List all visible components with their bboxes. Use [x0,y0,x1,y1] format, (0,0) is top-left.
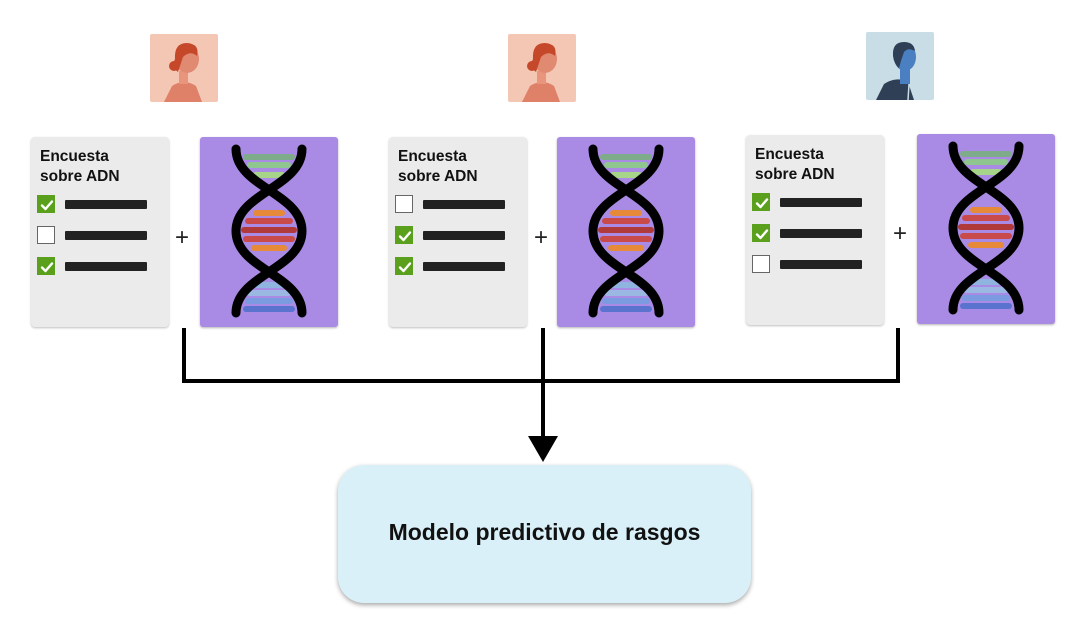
predictive-model-box: Modelo predictivo de rasgos [338,465,751,603]
woman-avatar-icon [150,34,218,102]
checkbox-checked[interactable] [752,193,770,211]
check-icon [755,229,769,240]
check-icon [40,262,54,273]
checkbox-checked[interactable] [395,226,413,244]
dna-strand [948,141,1024,315]
man-avatar-icon [866,32,934,100]
check-icon [398,262,412,273]
avatar-2 [508,34,576,102]
avatar-1 [150,34,218,102]
checkbox[interactable] [395,195,413,213]
check-icon [755,198,769,209]
checkbox-checked[interactable] [37,195,55,213]
dna-helix-icon [948,141,1024,315]
checkbox[interactable] [752,255,770,273]
checkbox[interactable] [37,226,55,244]
dna-strand [231,144,307,318]
plus-sign: + [892,220,907,247]
survey-question-1 [37,195,167,215]
dna-card-1 [200,137,338,327]
checkbox-checked[interactable] [37,257,55,275]
survey-question-2 [395,226,525,246]
plus-sign: + [533,224,548,251]
dna-card-2 [557,137,695,327]
question-text-bar [423,262,505,271]
survey-question-2 [37,226,167,246]
model-label: Modelo predictivo de rasgos [388,519,701,545]
question-text-bar [780,198,862,207]
survey-card-1: Encuesta sobre ADN [31,137,169,327]
avatar-3 [866,32,934,100]
dna-strand [588,144,664,318]
question-text-bar [65,231,147,240]
check-icon [40,200,54,211]
survey-question-1 [752,193,882,213]
question-text-bar [423,231,505,240]
question-text-bar [780,229,862,238]
dna-card-3 [917,134,1055,324]
survey-title: Encuesta sobre ADN [398,148,478,185]
dna-strand [948,141,1024,315]
survey-question-3 [395,257,525,277]
question-text-bar [65,262,147,271]
survey-card-3: Encuesta sobre ADN [746,135,884,325]
survey-card-2: Encuesta sobre ADN [389,137,527,327]
dna-strand [231,144,307,318]
survey-question-2 [752,224,882,244]
plus-sign: + [174,224,189,251]
checkbox-checked[interactable] [395,257,413,275]
question-text-bar [423,200,505,209]
survey-title: Encuesta sobre ADN [755,146,835,183]
survey-question-3 [752,255,882,275]
survey-title: Encuesta sobre ADN [40,148,120,185]
woman-avatar-icon [508,34,576,102]
dna-strand [588,144,664,318]
dna-helix-icon [588,144,664,318]
question-text-bar [780,260,862,269]
dna-helix-icon [231,144,307,318]
survey-question-1 [395,195,525,215]
check-icon [398,231,412,242]
survey-question-3 [37,257,167,277]
question-text-bar [65,200,147,209]
checkbox-checked[interactable] [752,224,770,242]
